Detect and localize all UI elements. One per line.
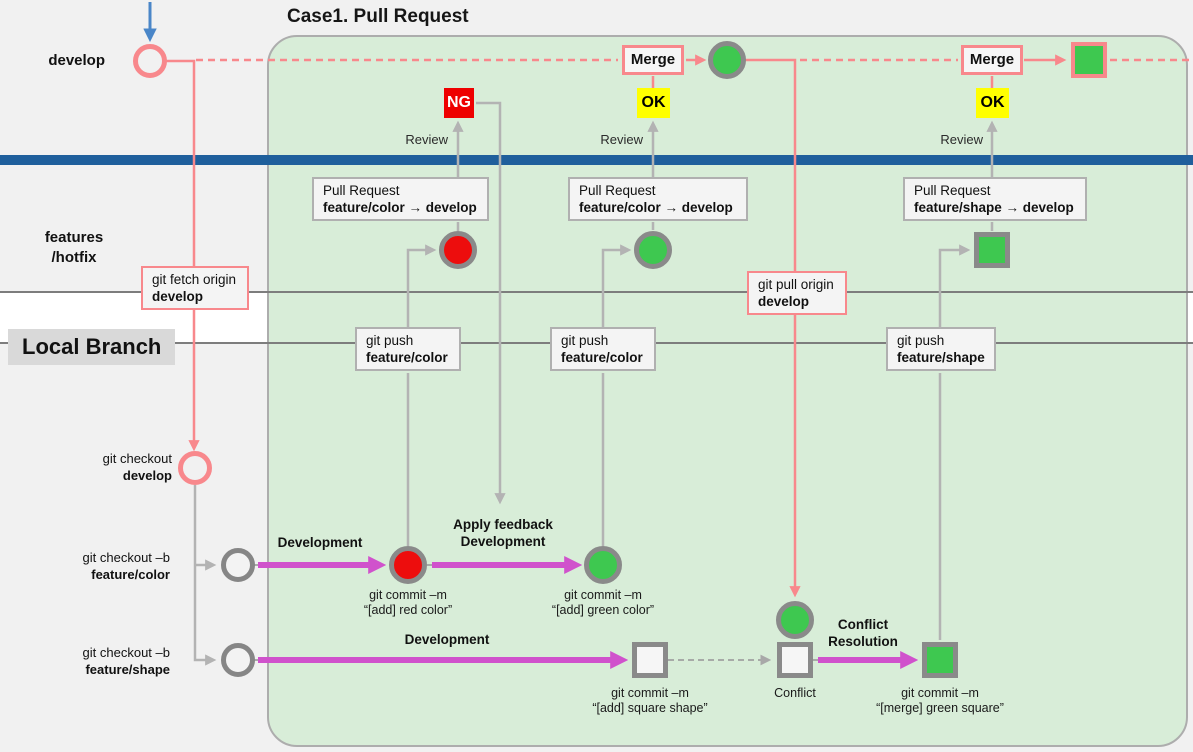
push-box-3: git push feature/shape	[886, 327, 996, 371]
pr-box-2: Pull Request feature/color → develop	[568, 177, 748, 221]
gray-connectors	[193, 101, 998, 666]
development-arrows	[258, 556, 919, 669]
review-label-3: Review	[940, 132, 983, 147]
develop-lines	[166, 54, 1193, 598]
merge-box-2: Merge	[961, 45, 1023, 75]
badge-ok-1: OK	[637, 88, 670, 118]
commit-red-circle	[389, 546, 427, 584]
develop-merge-commit-1	[708, 41, 746, 79]
commit-label-green: git commit –m “[add] green color”	[551, 588, 655, 617]
checkout-color-label: git checkout –b feature/color	[82, 550, 170, 582]
action-conflict-resolution: Conflict Resolution	[828, 617, 898, 649]
commit-green-circle	[584, 546, 622, 584]
conflict-label: Conflict	[774, 686, 816, 700]
checkout-shape-label: git checkout –b feature/shape	[82, 645, 170, 677]
pull-box: git pull origin develop	[747, 271, 847, 315]
merge-square-green	[922, 642, 958, 678]
review-bar	[0, 155, 1193, 165]
action-development-2: Development	[404, 632, 490, 647]
checkout-develop-circle	[178, 451, 212, 485]
page-title: Case1. Pull Request	[287, 6, 469, 27]
review-label-1: Review	[405, 132, 448, 147]
checkout-develop-label: git checkout develop	[102, 451, 172, 483]
commit-label-merge: git commit –m “[merge] green square”	[876, 686, 1004, 715]
badge-ng: NG	[444, 88, 474, 118]
lane-label-develop: develop	[48, 52, 105, 69]
action-development-1: Development	[277, 535, 363, 550]
commit-square-shape	[632, 642, 668, 678]
fetch-box: git fetch origin develop	[141, 266, 249, 310]
pulled-develop-circle	[776, 601, 814, 639]
develop-merge-commit-2	[1071, 42, 1107, 78]
feature-color-start-circle	[221, 548, 255, 582]
pr-box-3: Pull Request feature/shape → develop	[903, 177, 1087, 221]
lane-label-features: features /hotfix	[44, 229, 104, 266]
features-commit-square	[974, 232, 1010, 268]
remote-panel	[267, 35, 1188, 747]
lane-label-local-branch: Local Branch	[8, 329, 176, 365]
conflict-square	[777, 642, 813, 678]
commit-label-red: git commit –m “[add] red color”	[363, 588, 453, 617]
feature-shape-start-circle	[221, 643, 255, 677]
action-apply-feedback: Apply feedback Development	[453, 517, 553, 549]
lane-divider-top	[0, 291, 1193, 293]
badge-ok-2: OK	[976, 88, 1009, 118]
review-label-2: Review	[600, 132, 643, 147]
merge-box-1: Merge	[622, 45, 684, 75]
push-box-1: git push feature/color	[355, 327, 461, 371]
develop-start-circle	[133, 44, 167, 78]
pr-box-1: Pull Request feature/color → develop	[312, 177, 489, 221]
features-commit-green	[634, 231, 672, 269]
features-commit-red	[439, 231, 477, 269]
commit-label-square: git commit –m “[add] square shape”	[592, 686, 708, 715]
push-box-2: git push feature/color	[550, 327, 656, 371]
